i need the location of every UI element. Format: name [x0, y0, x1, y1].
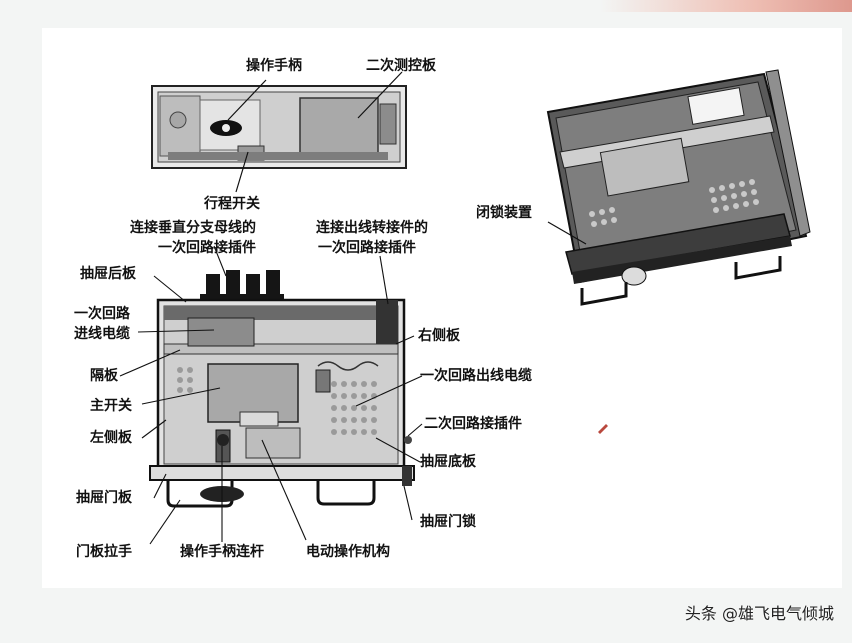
isometric-view-drawing [546, 69, 811, 306]
label-connector-outgoing-line2: 一次回路接插件 [318, 240, 416, 256]
label-motor-operating-mechanism: 电动操作机构 [306, 544, 390, 560]
label-door-handle: 门板拉手 [76, 544, 132, 560]
label-operating-handle: 操作手柄 [246, 58, 302, 74]
top-view-drawing [151, 71, 407, 193]
label-left-side-plate: 左侧板 [90, 430, 132, 446]
label-locking-device: 闭锁装置 [476, 205, 532, 221]
label-drawer-door-plate: 抽屉门板 [76, 490, 132, 506]
label-connector-vertical-bus-line1: 连接垂直分支母线的 [130, 220, 256, 236]
label-secondary-control-board: 二次测控板 [366, 58, 436, 74]
main-view-drawing [149, 270, 415, 508]
label-drawer-bottom-plate: 抽屉底板 [420, 454, 476, 470]
label-connector-vertical-bus-line2: 一次回路接插件 [158, 240, 256, 256]
cropped-slide-title [600, 0, 852, 12]
label-right-side-plate: 右侧板 [418, 328, 460, 344]
watermark: 头条 @雄飞电气倾城 [684, 604, 834, 623]
label-primary-incoming-cable-line1: 一次回路 [74, 306, 130, 322]
label-travel-switch: 行程开关 [204, 196, 260, 212]
label-drawer-door-lock: 抽屉门锁 [420, 514, 476, 530]
pencil-cursor-icon [598, 424, 608, 434]
leader-lines [119, 245, 423, 545]
label-primary-incoming-cable-line2: 进线电缆 [74, 326, 130, 342]
label-connector-outgoing-line1: 连接出线转接件的 [316, 220, 428, 236]
label-drawer-back-plate: 抽屉后板 [80, 266, 136, 282]
label-secondary-connector: 二次回路接插件 [424, 416, 522, 432]
label-partition: 隔板 [90, 368, 118, 384]
label-main-switch: 主开关 [90, 398, 132, 414]
label-primary-outgoing-cable: 一次回路出线电缆 [420, 368, 532, 384]
label-handle-linkage: 操作手柄连杆 [180, 544, 264, 560]
